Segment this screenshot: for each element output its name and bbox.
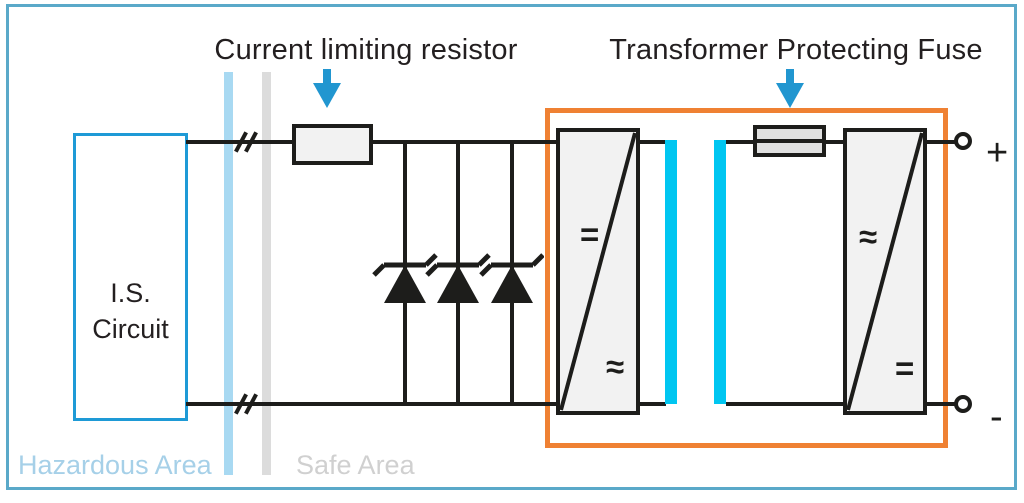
plus-polarity-label: +: [986, 132, 1009, 174]
wire-top-converter-to-primary: [640, 140, 666, 144]
current-limiting-resistor: [292, 124, 373, 165]
zener-diode-icon: [425, 253, 491, 303]
arrow-down-icon: [776, 69, 804, 108]
hazardous-area-label: Hazardous Area: [18, 450, 212, 480]
wire-top-converter-to-terminal: [927, 140, 956, 144]
wire-bottom-converter-to-primary: [640, 402, 666, 406]
transformer-protecting-fuse-label: Transformer Protecting Fuse: [609, 34, 983, 66]
is-circuit-box: I.S. Circuit: [73, 133, 188, 421]
wire-top-resistor-to-converter: [373, 140, 557, 144]
transformer-secondary-winding: [714, 140, 726, 404]
zener-diode-icon: [479, 253, 544, 303]
dc-symbol: =: [580, 216, 600, 253]
isolation-section-highlight-box: [545, 108, 948, 448]
transformer-primary-winding: [665, 140, 677, 404]
safe-area-divider-bar: [262, 72, 271, 475]
current-limiting-resistor-label: Current limiting resistor: [214, 34, 518, 66]
converter-diagonal-line: [847, 132, 923, 411]
ac-symbol: ≈: [606, 348, 625, 385]
wire-bottom-secondary-to-converter: [726, 402, 843, 406]
hazardous-area-divider-bar: [224, 72, 233, 475]
converter-diagonal-line: [560, 132, 636, 411]
positive-output-terminal: [954, 132, 972, 150]
arrow-down-icon: [313, 69, 341, 108]
dc-ac-converter-box: = ≈: [556, 128, 640, 415]
wire-top-fuse-to-converter: [826, 140, 843, 144]
zener-diode-array: [372, 253, 544, 303]
negative-output-terminal: [954, 395, 972, 413]
diagram-outer-frame: [6, 4, 1017, 490]
is-circuit-label-line2: Circuit: [92, 314, 169, 344]
minus-polarity-label: -: [990, 396, 1003, 438]
ac-symbol: ≈: [859, 218, 878, 255]
is-circuit-label-line1: I.S.: [110, 278, 151, 308]
wire-bottom-converter-to-terminal: [927, 402, 956, 406]
safe-area-label: Safe Area: [296, 450, 415, 480]
wire-top-secondary-to-fuse: [726, 140, 753, 144]
fuse-element-line: [753, 139, 826, 143]
ac-dc-converter-box: ≈ =: [843, 128, 927, 415]
wire-bottom-is-to-converter: [186, 402, 557, 406]
transformer-protecting-fuse: [753, 125, 826, 157]
zener-diode-icon: [372, 253, 438, 303]
dc-symbol: =: [895, 350, 915, 387]
